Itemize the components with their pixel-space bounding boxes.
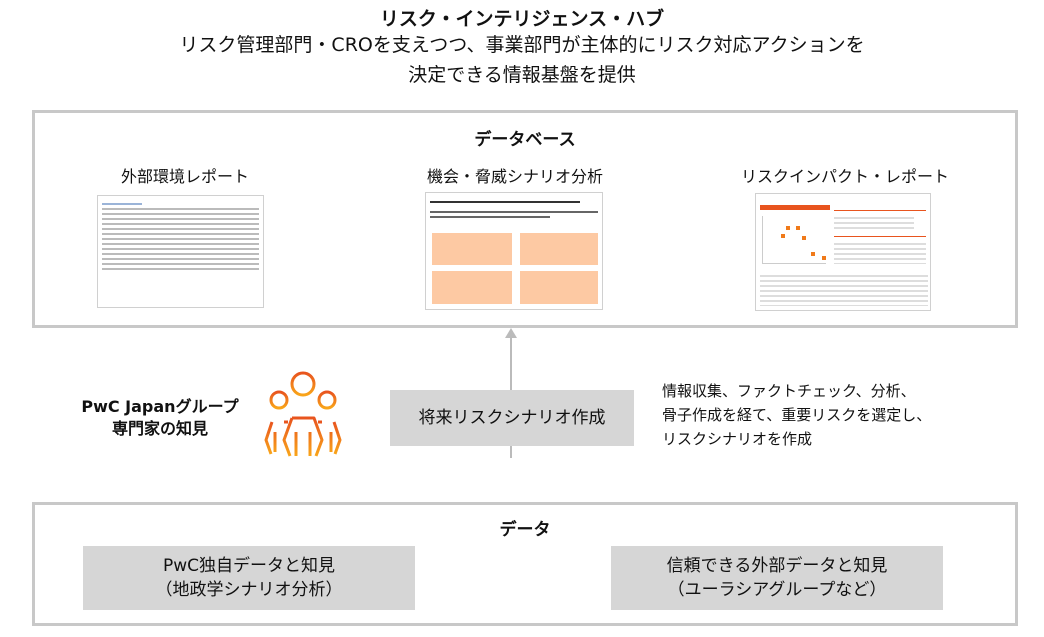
experts-label: PwC Japanグループ 専門家の知見 bbox=[60, 396, 260, 440]
pwc-data-line-2: （地政学シナリオ分析） bbox=[155, 580, 343, 600]
database-panel: データベース 外部環境レポート 機会・脅威シナリオ分析 リスクインパクト・レポー… bbox=[32, 110, 1018, 328]
people-group-icon bbox=[264, 371, 342, 457]
hub-subtitle: リスク管理部門・CROを支えつつ、事業部門が主体的にリスク対応アクションを 決定… bbox=[0, 30, 1044, 90]
scenario-analysis-thumbnail[interactable] bbox=[425, 192, 603, 310]
database-item-label: 機会・脅威シナリオ分析 bbox=[426, 167, 603, 186]
data-panel: データ PwC独自データと知見 （地政学シナリオ分析） 信頼できる外部データと知… bbox=[32, 502, 1018, 626]
external-data-box: 信頼できる外部データと知見 （ユーラシアグループなど） bbox=[611, 546, 943, 610]
database-item-label: 外部環境レポート bbox=[120, 167, 249, 186]
external-report-thumbnail[interactable] bbox=[97, 195, 264, 308]
pwc-data-box: PwC独自データと知見 （地政学シナリオ分析） bbox=[83, 546, 415, 610]
experts-line-2: 専門家の知見 bbox=[111, 419, 208, 438]
pwc-data-line-1: PwC独自データと知見 bbox=[162, 556, 336, 576]
description-line-3: リスクシナリオを作成 bbox=[662, 430, 813, 448]
future-risk-scenario-box: 将来リスクシナリオ作成 bbox=[390, 390, 634, 446]
external-data-line-1: 信頼できる外部データと知見 bbox=[666, 556, 888, 576]
data-title: データ bbox=[499, 520, 551, 540]
database-title: データベース bbox=[474, 130, 576, 150]
risk-impact-thumbnail[interactable] bbox=[755, 193, 931, 311]
hub-title: リスク・インテリジェンス・ハブ bbox=[379, 8, 665, 30]
database-item-label: リスクインパクト・レポート bbox=[740, 167, 949, 186]
subtitle-line-1: リスク管理部門・CROを支えつつ、事業部門が主体的にリスク対応アクションを bbox=[179, 34, 865, 56]
subtitle-line-2: 決定できる情報基盤を提供 bbox=[408, 64, 636, 86]
description-line-2: 骨子作成を経て、重要リスクを選定し、 bbox=[662, 406, 932, 424]
experts-line-1: PwC Japanグループ bbox=[81, 397, 239, 416]
external-data-line-2: （ユーラシアグループなど） bbox=[667, 580, 887, 600]
process-description: 情報収集、ファクトチェック、分析、 骨子作成を経て、重要リスクを選定し、 リスク… bbox=[662, 379, 931, 451]
description-line-1: 情報収集、ファクトチェック、分析、 bbox=[662, 382, 916, 400]
